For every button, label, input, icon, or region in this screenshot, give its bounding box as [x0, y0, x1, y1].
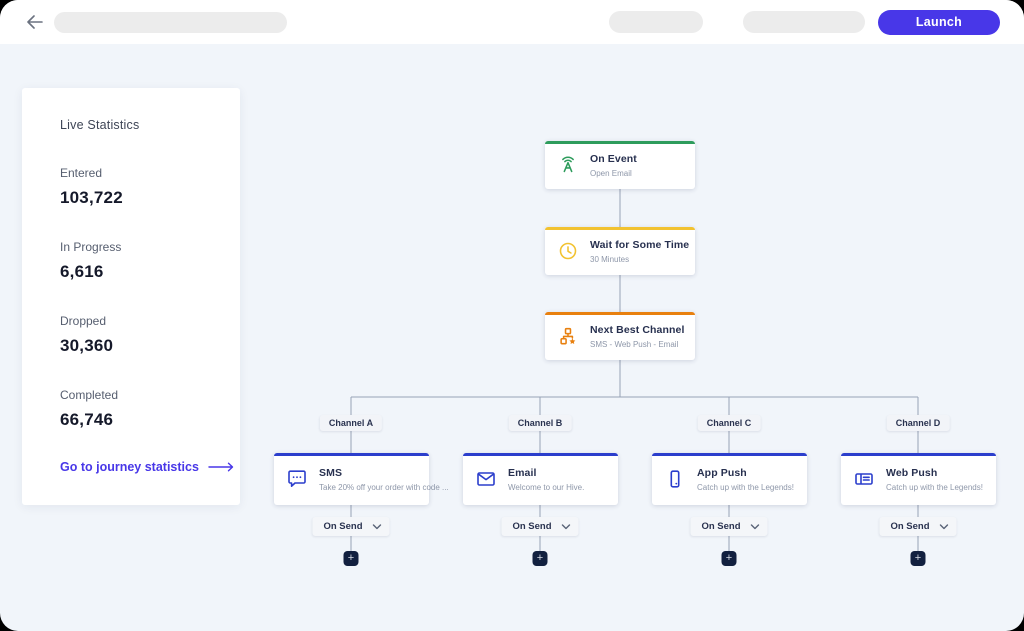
- clock-icon: [556, 239, 580, 263]
- stat-dropped: Dropped 30,360: [60, 314, 220, 356]
- stat-value: 66,746: [60, 410, 114, 429]
- chevron-down-icon: [561, 523, 571, 529]
- node-text: Wait for Some Time 30 Minutes: [590, 239, 689, 264]
- on-send-dropdown-c[interactable]: On Send: [690, 517, 768, 536]
- on-send-label: On Send: [701, 521, 741, 532]
- browser-notification-icon: [852, 467, 876, 491]
- channel-a-label: Channel A: [319, 415, 383, 431]
- add-step-button-b[interactable]: +: [532, 551, 548, 566]
- on-send-dropdown-b[interactable]: On Send: [501, 517, 579, 536]
- stat-label: Entered: [60, 166, 103, 180]
- node-app-push[interactable]: App Push Catch up with the Legends!: [652, 453, 807, 505]
- node-text: Next Best Channel SMS - Web Push - Email: [590, 324, 684, 349]
- channel-label: Channel A: [328, 418, 374, 428]
- stat-completed: Completed 66,746: [60, 388, 220, 430]
- node-text: Email Welcome to our Hive.: [508, 467, 584, 492]
- stat-in-progress: In Progress 6,616: [60, 240, 220, 282]
- node-title: Email: [508, 466, 537, 479]
- channel-d-label: Channel D: [886, 415, 950, 431]
- on-send-dropdown-d[interactable]: On Send: [879, 517, 957, 536]
- stat-label: In Progress: [60, 240, 122, 254]
- on-send-dropdown-a[interactable]: On Send: [312, 517, 390, 536]
- on-send-label: On Send: [512, 521, 552, 532]
- launch-button[interactable]: Launch: [878, 9, 1000, 35]
- add-step-button-d[interactable]: +: [910, 551, 926, 566]
- node-subtitle: 30 Minutes: [590, 254, 630, 264]
- node-text: App Push Catch up with the Legends!: [697, 467, 794, 492]
- node-subtitle: Take 20% off your order with code ...: [319, 482, 449, 492]
- journey-canvas[interactable]: Live Statistics Entered 103,722 In Progr…: [0, 44, 1024, 631]
- hierarchy-icon: [556, 324, 580, 348]
- live-statistics-panel: Live Statistics Entered 103,722 In Progr…: [22, 88, 240, 505]
- arrow-right-icon: [208, 462, 234, 472]
- smartphone-icon: [663, 467, 687, 491]
- node-subtitle: Welcome to our Hive.: [508, 482, 585, 492]
- node-sms[interactable]: SMS Take 20% off your order with code ..…: [274, 453, 449, 505]
- sms-bubble-icon: [285, 467, 309, 491]
- node-subtitle: Catch up with the Legends!: [697, 482, 794, 492]
- stat-value: 30,360: [60, 336, 114, 355]
- email-envelope-icon: [474, 467, 498, 491]
- toolbar-placeholder-2[interactable]: [743, 11, 865, 33]
- node-web-push[interactable]: Web Push Catch up with the Legends!: [841, 453, 996, 505]
- back-button[interactable]: [24, 12, 44, 32]
- connector-lines: [350, 189, 919, 552]
- node-title: On Event: [590, 152, 637, 165]
- chevron-down-icon: [372, 523, 382, 529]
- journey-title-placeholder[interactable]: [54, 11, 287, 33]
- on-send-label: On Send: [323, 521, 363, 532]
- arrow-left-icon: [26, 15, 43, 29]
- on-send-label: On Send: [890, 521, 930, 532]
- node-text: Web Push Catch up with the Legends!: [886, 467, 983, 492]
- panel-title: Live Statistics: [60, 118, 140, 132]
- chevron-down-icon: [750, 523, 760, 529]
- channel-label: Channel C: [706, 418, 752, 428]
- node-text: SMS Take 20% off your order with code ..…: [319, 466, 449, 492]
- channel-c-label: Channel C: [697, 415, 761, 431]
- stat-label: Completed: [60, 388, 119, 402]
- chevron-down-icon: [939, 523, 949, 529]
- channel-b-label: Channel B: [508, 415, 572, 431]
- add-step-button-c[interactable]: +: [721, 551, 737, 566]
- topbar: Launch: [0, 0, 1024, 44]
- node-title: Next Best Channel: [590, 323, 685, 336]
- toolbar-placeholder-1[interactable]: [609, 11, 703, 33]
- stat-value: 6,616: [60, 262, 104, 281]
- node-title: SMS: [319, 466, 343, 479]
- link-label: Go to journey statistics: [60, 460, 199, 474]
- node-title: App Push: [697, 466, 747, 479]
- add-step-button-a[interactable]: +: [343, 551, 359, 566]
- stat-label: Dropped: [60, 314, 107, 328]
- antenna-icon: [556, 153, 580, 177]
- node-wait-for-some-time[interactable]: Wait for Some Time 30 Minutes: [545, 227, 695, 275]
- channel-label: Channel B: [517, 418, 563, 428]
- node-text: On Event Open Email: [590, 153, 637, 178]
- journey-statistics-link[interactable]: Go to journey statistics: [60, 460, 234, 474]
- node-title: Wait for Some Time: [590, 238, 690, 251]
- stat-value: 103,722: [60, 188, 123, 207]
- node-next-best-channel[interactable]: Next Best Channel SMS - Web Push - Email: [545, 312, 695, 360]
- node-subtitle: Open Email: [590, 168, 632, 178]
- node-email[interactable]: Email Welcome to our Hive.: [463, 453, 618, 505]
- node-title: Web Push: [886, 466, 938, 479]
- stat-entered: Entered 103,722: [60, 166, 220, 208]
- node-subtitle: SMS - Web Push - Email: [590, 339, 679, 349]
- node-on-event[interactable]: On Event Open Email: [545, 141, 695, 189]
- node-subtitle: Catch up with the Legends!: [886, 482, 983, 492]
- channel-label: Channel D: [895, 418, 941, 428]
